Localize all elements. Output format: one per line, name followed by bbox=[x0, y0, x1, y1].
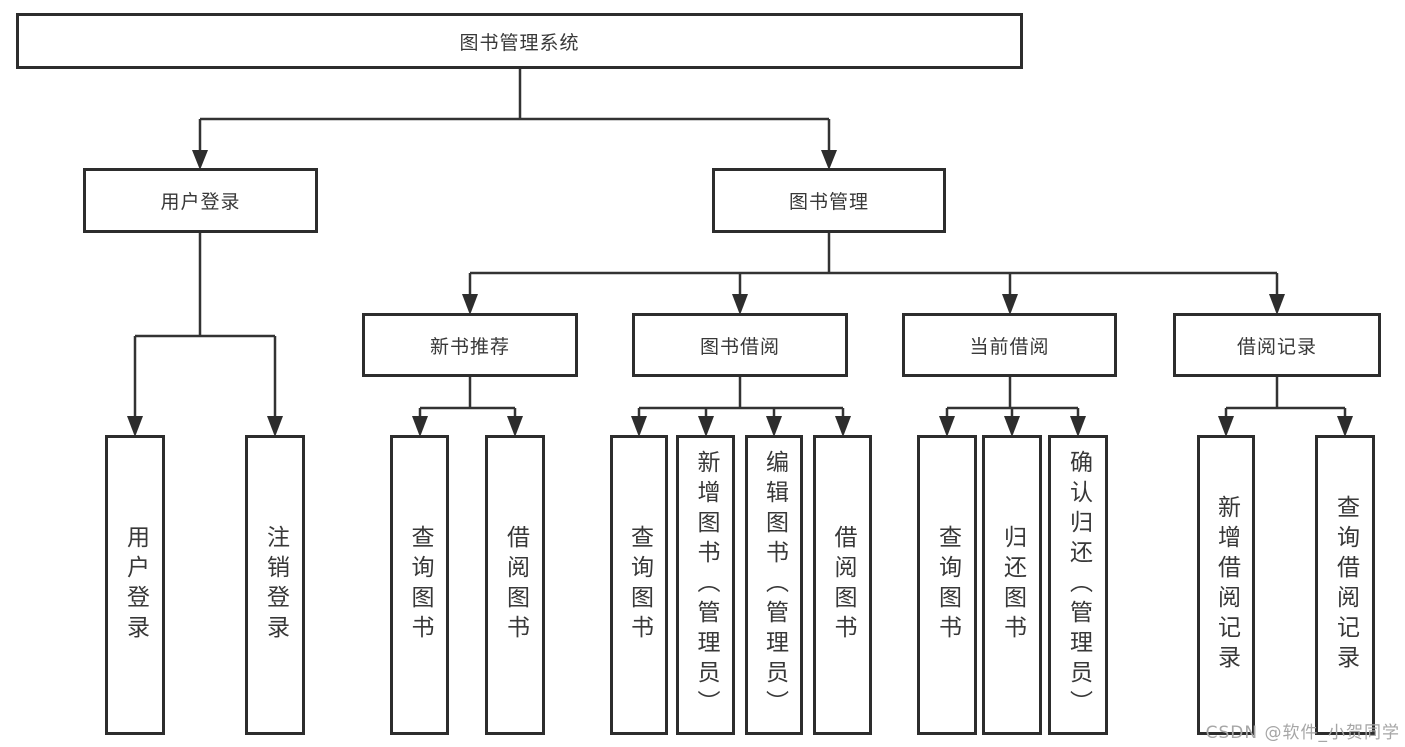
leaf-query-books-recommend: 查询图书 bbox=[390, 435, 449, 735]
leaf-label: 编辑图书（管理员） bbox=[761, 450, 788, 720]
node-label: 图书管理 bbox=[788, 191, 869, 213]
node-library-management-system: 图书管理系统 bbox=[16, 13, 1023, 69]
leaf-label: 借阅图书 bbox=[830, 525, 856, 645]
node-label: 用户登录 bbox=[160, 191, 241, 213]
leaf-user-login: 用户登录 bbox=[105, 435, 165, 735]
leaf-label: 查询图书 bbox=[934, 525, 961, 645]
node-current-borrowing: 当前借阅 bbox=[902, 313, 1117, 377]
leaf-label: 确认归还（管理员） bbox=[1065, 450, 1092, 720]
leaf-logout: 注销登录 bbox=[245, 435, 305, 735]
node-label: 图书借阅 bbox=[699, 335, 780, 358]
leaf-label: 新增图书（管理员） bbox=[693, 450, 719, 720]
node-book-management: 图书管理 bbox=[712, 168, 946, 233]
csdn-watermark: CSDN @软件_小贺同学 bbox=[1205, 723, 1400, 743]
leaf-return-books: 归还图书 bbox=[982, 435, 1042, 735]
leaf-label: 注销登录 bbox=[262, 525, 289, 645]
leaf-borrow-books-borrowing: 借阅图书 bbox=[813, 435, 872, 735]
leaf-edit-books-admin: 编辑图书（管理员） bbox=[745, 435, 803, 735]
leaf-add-borrow-record: 新增借阅记录 bbox=[1197, 435, 1255, 735]
leaf-label: 新增借阅记录 bbox=[1213, 495, 1240, 675]
leaf-label: 借阅图书 bbox=[502, 525, 529, 645]
leaf-query-borrow-record: 查询借阅记录 bbox=[1315, 435, 1375, 735]
node-label: 借阅记录 bbox=[1236, 335, 1317, 358]
leaf-label: 归还图书 bbox=[999, 525, 1026, 645]
leaf-label: 查询图书 bbox=[626, 525, 653, 645]
node-book-borrowing: 图书借阅 bbox=[632, 313, 848, 377]
leaf-add-books-admin: 新增图书（管理员） bbox=[676, 435, 735, 735]
node-label: 当前借阅 bbox=[969, 335, 1050, 358]
leaf-label: 查询图书 bbox=[407, 525, 433, 645]
node-label: 新书推荐 bbox=[429, 335, 510, 358]
node-new-book-recommendation: 新书推荐 bbox=[362, 313, 578, 377]
leaf-label: 查询借阅记录 bbox=[1332, 495, 1359, 675]
leaf-query-books-current: 查询图书 bbox=[917, 435, 977, 735]
node-label: 图书管理系统 bbox=[459, 31, 580, 54]
leaf-label: 用户登录 bbox=[122, 525, 149, 645]
leaf-borrow-books-recommend: 借阅图书 bbox=[485, 435, 545, 735]
leaf-query-books-borrowing: 查询图书 bbox=[610, 435, 668, 735]
node-borrowing-records: 借阅记录 bbox=[1173, 313, 1381, 377]
node-user-login: 用户登录 bbox=[83, 168, 318, 233]
leaf-confirm-return-admin: 确认归还（管理员） bbox=[1048, 435, 1108, 735]
